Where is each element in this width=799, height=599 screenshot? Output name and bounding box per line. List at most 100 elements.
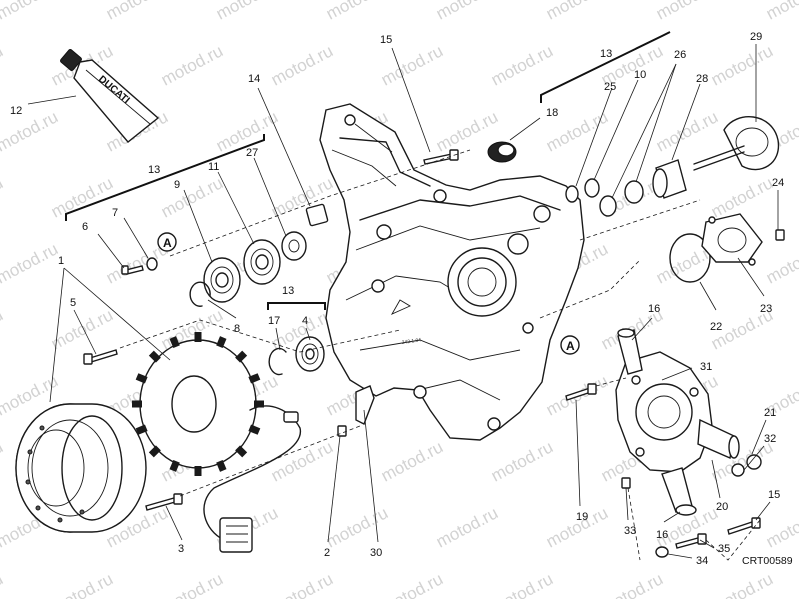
seal-28	[652, 159, 687, 199]
callout-7: 7	[112, 207, 118, 219]
figure-code: CRT00589	[742, 555, 793, 567]
assembly-axes	[119, 149, 761, 561]
watermark-text: motod.ru	[488, 569, 556, 599]
callout-14: 14	[248, 73, 260, 85]
watermark-text: motod.ru	[488, 437, 556, 485]
watermark-text: motod.ru	[433, 0, 501, 24]
washer-26b	[624, 180, 644, 204]
watermark-text: motod.ru	[708, 569, 776, 599]
watermark-text: motod.ru	[0, 0, 61, 24]
callout-19: 19	[576, 511, 588, 523]
watermark-text: motod.ru	[653, 107, 721, 155]
watermark-text: motod.ru	[488, 41, 556, 89]
callout-18: 18	[546, 107, 558, 119]
grease-tube: DUCATI	[60, 49, 160, 143]
stator-tooth	[135, 373, 148, 384]
watermark-text: motod.ru	[0, 437, 6, 485]
callout-17: 17	[268, 315, 280, 327]
callout-labels: 12 13 13 13 14 15 15 18 25 10 26 28 29 2…	[10, 31, 784, 567]
stator-tooth	[248, 424, 261, 435]
callout-3: 3	[178, 543, 184, 555]
washer-27	[281, 231, 307, 261]
o-ring-22	[669, 233, 711, 283]
watermark-text: motod.ru	[323, 0, 391, 24]
callout-1: 1	[58, 255, 64, 267]
callout-32: 32	[764, 433, 776, 445]
callout-27: 27	[246, 147, 258, 159]
watermark-text: motod.ru	[378, 41, 446, 89]
watermark-text: motod.ru	[708, 41, 776, 89]
watermark-text: motod.ru	[708, 173, 776, 221]
stator-tooth	[235, 350, 248, 363]
callout-12: 12	[10, 105, 22, 117]
stator	[132, 332, 301, 553]
callout-35: 35	[718, 543, 730, 555]
watermark-text: motod.ru	[268, 569, 336, 599]
watermark-text: motod.ru	[268, 41, 336, 89]
group-bracket-13-left	[65, 134, 265, 221]
watermark-text: motod.ru	[158, 569, 226, 599]
callout-9: 9	[174, 179, 180, 191]
watermark-text: motod.ru	[213, 0, 281, 24]
water-pump-body	[615, 328, 740, 516]
stator-tooth	[148, 445, 161, 458]
oil-seal-18	[487, 141, 517, 163]
watermark-text: motod.ru	[433, 503, 501, 551]
callout-30: 30	[370, 547, 382, 559]
stator-tooth	[216, 336, 227, 349]
callout-26: 26	[674, 49, 686, 61]
stator-tooth	[235, 445, 248, 458]
bearing-4	[295, 336, 325, 372]
watermark-text: motod.ru	[543, 0, 611, 24]
watermark-text: motod.ru	[103, 0, 171, 24]
callout-15: 15	[768, 489, 780, 501]
callout-24: 24	[772, 177, 784, 189]
callout-8: 8	[234, 323, 240, 335]
watermark-text: motod.ru	[48, 173, 116, 221]
watermark-text: motod.ru	[378, 437, 446, 485]
stator-tooth	[148, 350, 161, 363]
section-marker-left: A	[157, 232, 177, 252]
bearing-9	[203, 257, 241, 303]
callout-28: 28	[696, 73, 708, 85]
callout-16: 16	[648, 303, 660, 315]
watermark-text: motod.ru	[598, 569, 666, 599]
watermark-text: motod.ru	[48, 305, 116, 353]
watermark-text: motod.ru	[378, 569, 446, 599]
callout-11: 11	[208, 161, 219, 173]
watermark-text: motod.ru	[763, 239, 799, 287]
callout-13: 13	[282, 285, 294, 297]
group-bracket-13-top-right	[540, 31, 671, 103]
watermark-text: motod.ru	[158, 41, 226, 89]
watermark-text: motod.ru	[763, 503, 799, 551]
watermark-text: motod.ru	[323, 503, 391, 551]
callout-5: 5	[70, 297, 76, 309]
watermark-text: motod.ru	[763, 0, 799, 24]
bearing-11	[243, 239, 281, 285]
stator-tooth	[216, 459, 227, 472]
callout-25: 25	[604, 81, 616, 93]
watermark-text: motod.ru	[268, 437, 336, 485]
callout-16: 16	[656, 529, 668, 541]
circlip-8	[189, 281, 211, 307]
watermark-text: motod.ru	[158, 173, 226, 221]
callout-21: 21	[764, 407, 776, 419]
callout-4: 4	[302, 315, 308, 327]
callout-10: 10	[634, 69, 646, 81]
callout-23: 23	[760, 303, 772, 315]
ring-25	[565, 185, 579, 203]
callout-13: 13	[600, 48, 612, 60]
callout-2: 2	[324, 547, 330, 559]
watermark-text: motod.ru	[653, 0, 721, 24]
watermark-text: motod.ru	[0, 41, 6, 89]
svg-text:A: A	[163, 236, 172, 250]
callout-6: 6	[82, 221, 88, 233]
watermark-text: motod.ru	[0, 569, 6, 599]
bush-10	[584, 178, 600, 198]
callout-22: 22	[710, 321, 722, 333]
callout-29: 29	[750, 31, 762, 43]
watermark-text: motod.ru	[0, 239, 61, 287]
stator-tooth	[169, 459, 180, 472]
callout-31: 31	[700, 361, 712, 373]
